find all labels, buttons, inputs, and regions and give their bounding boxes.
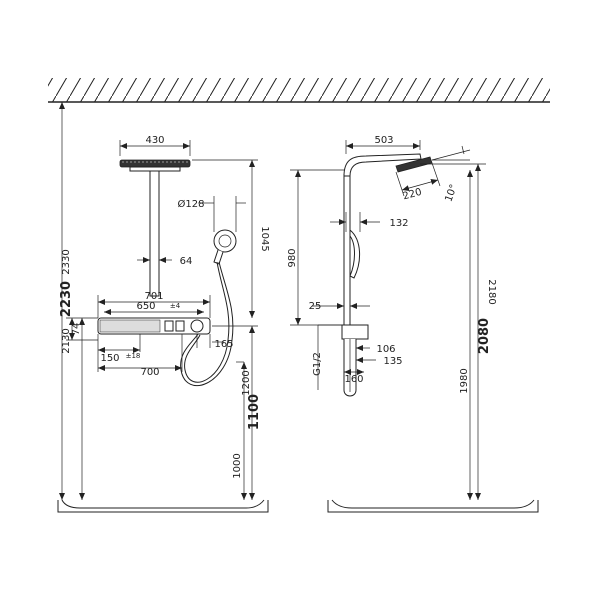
ceiling: [48, 78, 550, 103]
floor-tray-front: [57, 499, 269, 513]
dim-74: 74: [71, 323, 82, 336]
dim-2130: 2130: [61, 328, 72, 353]
dim-503: 503: [374, 135, 393, 146]
dim-2230: 2230: [59, 281, 74, 317]
front-shower-system: [97, 159, 237, 387]
dim-25: 25: [309, 301, 322, 312]
dim-430: 430: [145, 135, 164, 146]
dim-2330: 2330: [61, 249, 72, 274]
side-shower-system: [341, 153, 433, 397]
dim-700: 700: [140, 367, 159, 378]
dim-106: 106: [376, 344, 395, 355]
dim-tol-18: ±18: [126, 352, 141, 360]
dim-1000: 1000: [232, 453, 243, 478]
dim-160: 160: [344, 374, 363, 385]
dim-980: 980: [287, 248, 298, 267]
dim-1045: 1045: [259, 226, 270, 251]
dim-1200: 1200: [241, 370, 252, 395]
side-dimension-texts: 503 220 10° 132 980 25 G1/2 106 135 160 …: [287, 135, 497, 394]
dim-64: 64: [180, 256, 193, 267]
dim-135: 135: [383, 356, 402, 367]
dim-g-1-2: G1/2: [312, 352, 323, 376]
dim-220: 220: [402, 187, 423, 203]
dim-1100: 1100: [247, 394, 262, 430]
front-dimension-texts: 430 Ø128 64 701 650 ±4 74 150 ±18 700 16…: [59, 135, 270, 479]
dim-2180: 2180: [486, 279, 497, 304]
front-dimension-lines: [59, 102, 258, 500]
dim-132: 132: [389, 218, 408, 229]
dim-165: 165: [214, 339, 233, 350]
side-dimension-lines: [290, 140, 486, 500]
dim-diameter-128: Ø128: [178, 198, 205, 210]
floor-tray-side: [327, 499, 539, 513]
dim-tol-4: ±4: [170, 302, 181, 310]
dim-150: 150: [100, 353, 119, 364]
dim-650: 650: [136, 301, 155, 312]
dim-2080: 2080: [477, 318, 492, 354]
dim-701: 701: [144, 291, 163, 302]
dim-10-degree: 10°: [443, 183, 459, 203]
dim-1980: 1980: [459, 368, 470, 393]
